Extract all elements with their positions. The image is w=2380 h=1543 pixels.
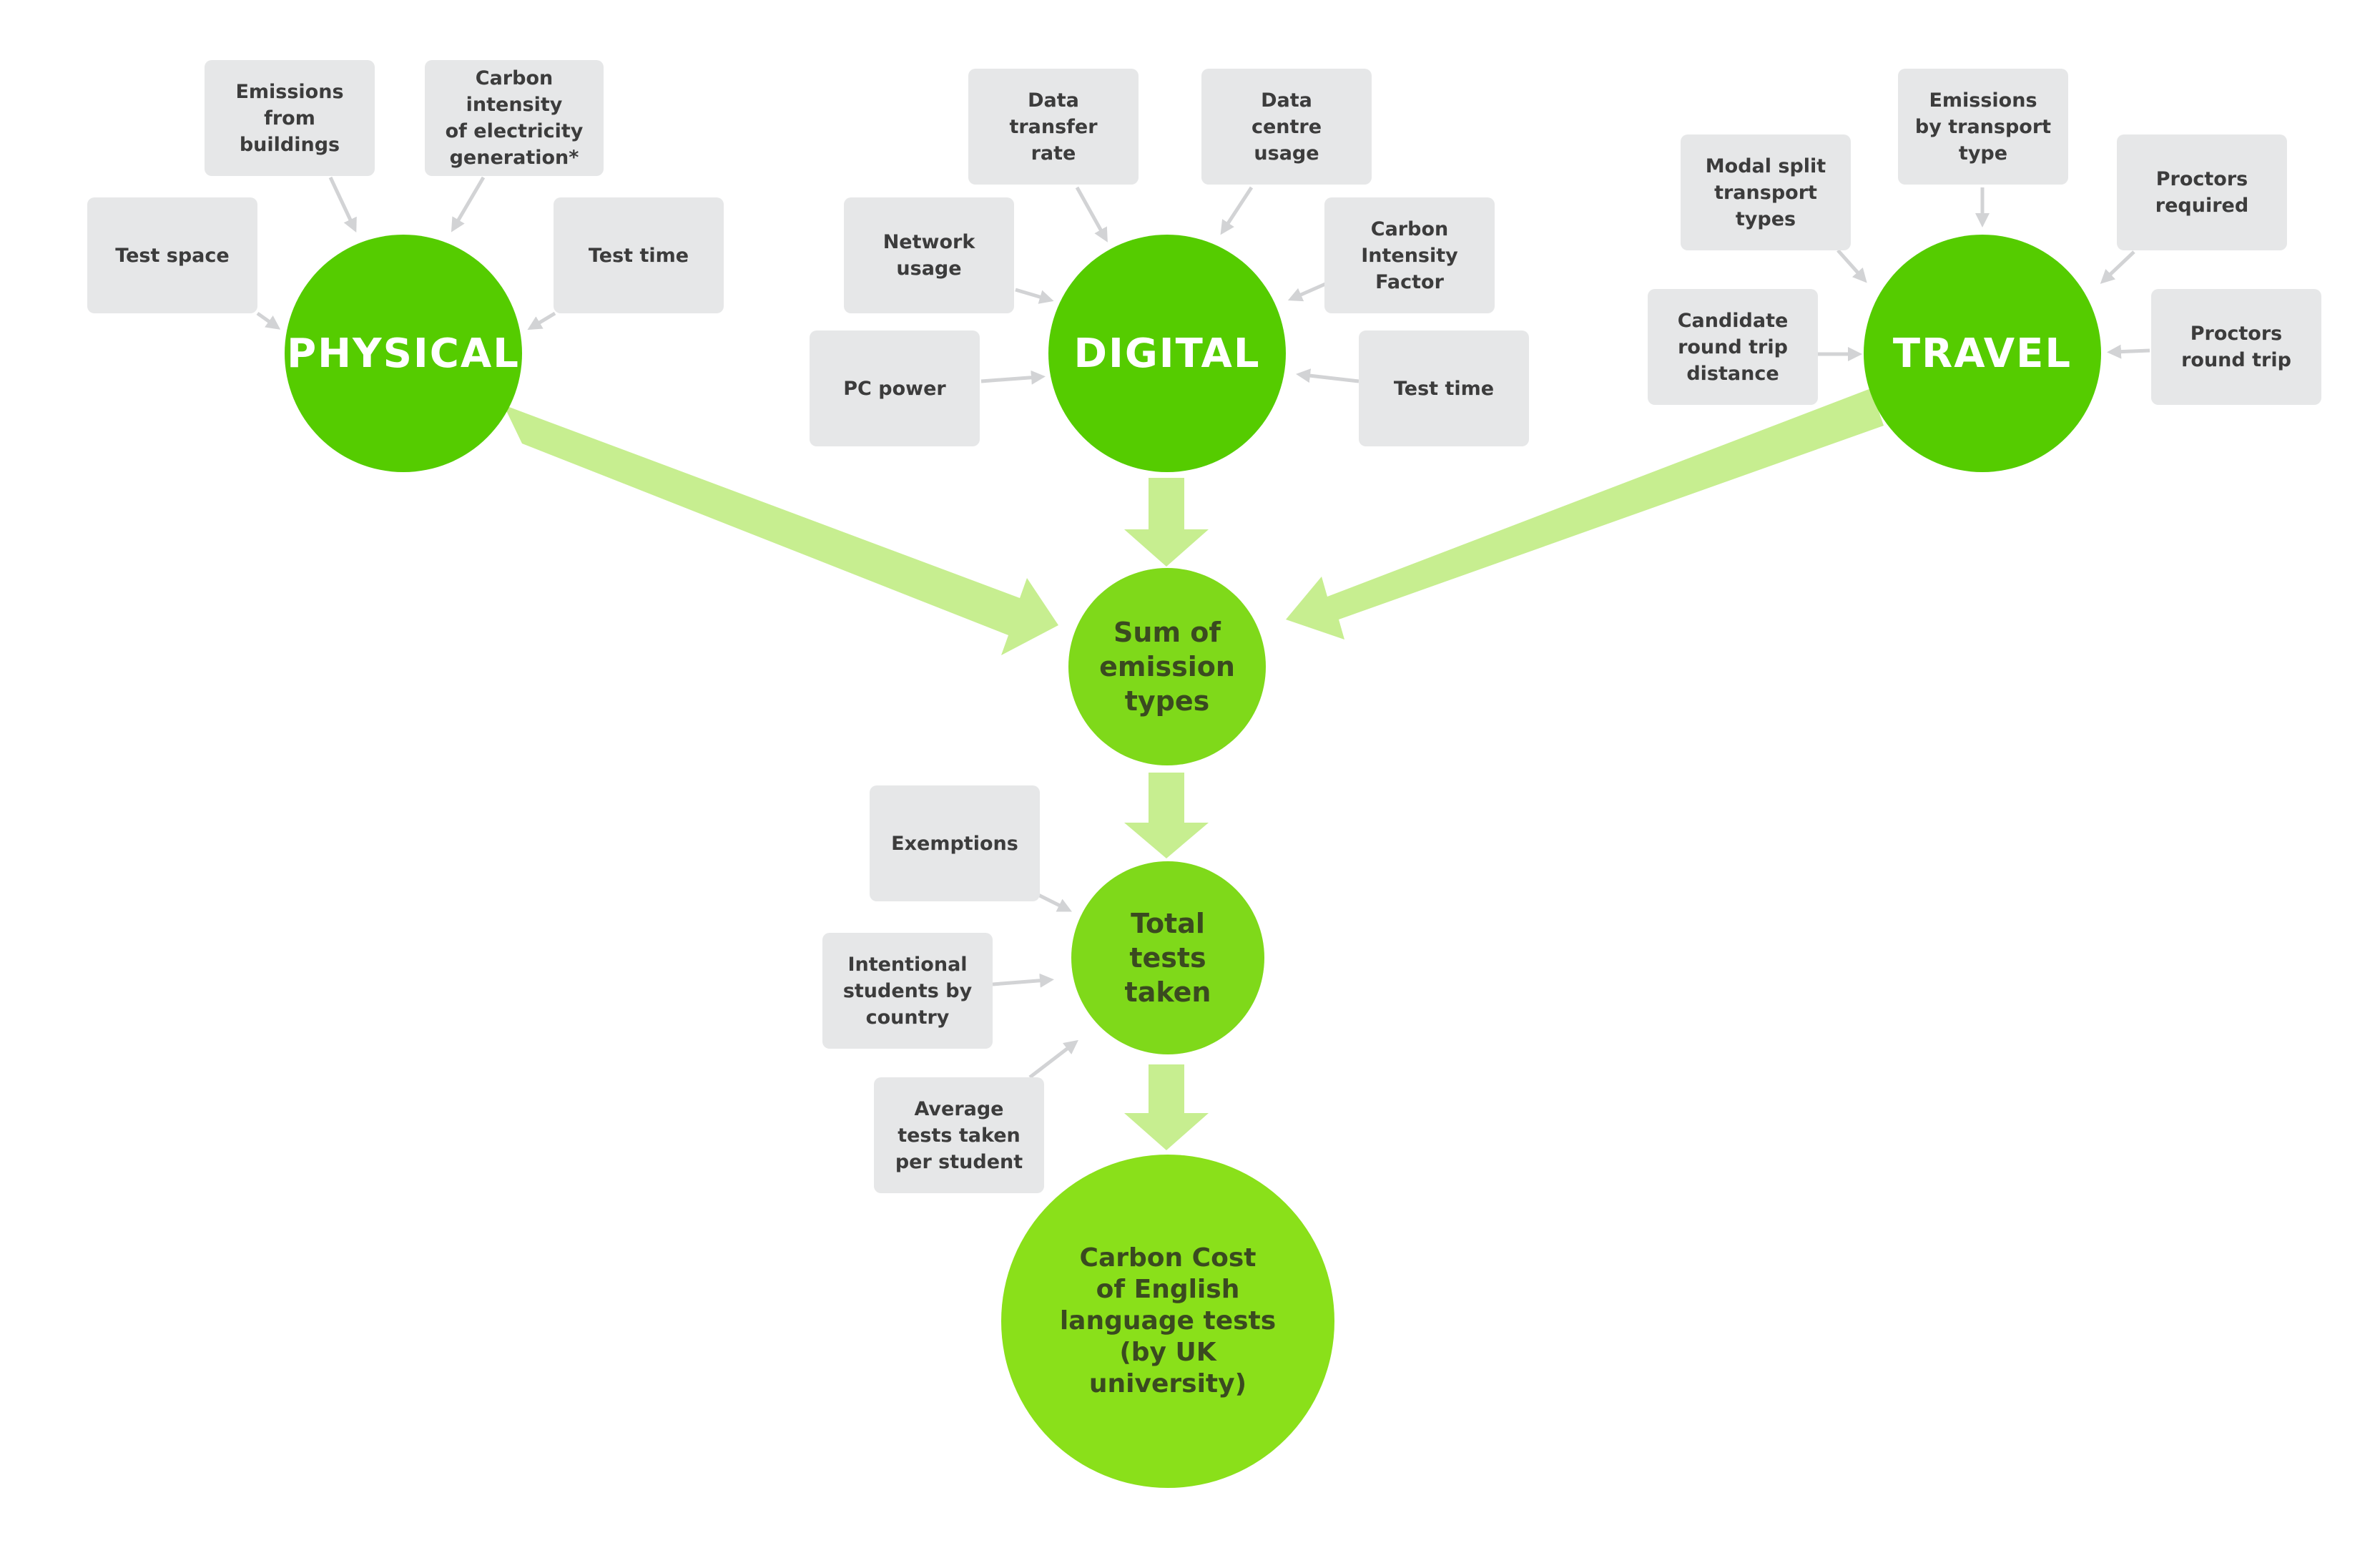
factor-pc-power: PC power [810,330,980,446]
factor-candidate-round-trip: Candidate round trip distance [1648,289,1818,405]
small-arrow-exemptions [1036,892,1072,912]
factor-proctors-required: Proctors required [2117,134,2287,250]
factor-network-usage: Network usage [844,197,1014,313]
big-arrow-total-to-result [1124,1064,1209,1150]
small-arrow-intentional-students [992,973,1054,988]
factor-data-transfer-rate: Data transfer rate [968,69,1139,185]
travel-circle: TRAVEL [1864,235,2101,472]
small-arrow-test-space [256,311,281,330]
small-arrow-data-transfer-rate [1075,186,1108,243]
big-arrow-physical-to-sum [503,405,1058,655]
small-arrow-physical-test-time [527,311,556,330]
digital-circle: DIGITAL [1048,235,1286,472]
factor-test-space: Test space [87,197,257,313]
factor-modal-split: Modal split transport types [1681,134,1851,250]
small-arrow-pc-power [980,370,1046,385]
big-arrow-digital-to-sum [1124,478,1209,567]
small-arrow-average-tests [1028,1039,1078,1079]
small-arrow-carbon-intensity-electricity [451,176,486,232]
big-arrow-sum-to-total [1124,773,1209,858]
factor-intentional-students: Intentional students by country [822,933,993,1049]
sum-of-emissions-circle: Sum of emission types [1068,568,1266,765]
factor-emissions-by-transport: Emissions by transport type [1898,69,2068,185]
physical-circle: PHYSICAL [285,235,522,472]
small-arrow-proctors-required [2100,250,2135,284]
small-arrow-carbon-intensity-factor [1287,280,1332,302]
small-arrow-data-centre-usage [1220,186,1254,235]
small-arrow-emissions-buildings [328,176,357,233]
factor-proctors-round-trip: Proctors round trip [2151,289,2321,405]
small-arrow-network-usage [1015,288,1054,304]
big-arrow-travel-to-sum [1286,388,1884,640]
factor-carbon-intensity-factor: Carbon Intensity Factor [1324,197,1495,313]
factor-carbon-intensity-electricity: Carbon intensity of electricity generati… [425,60,604,176]
total-tests-circle: Total tests taken [1071,861,1264,1054]
factor-physical-test-time: Test time [554,197,724,313]
factor-exemptions: Exemptions [870,785,1040,901]
factor-emissions-from-buildings: Emissions from buildings [205,60,375,176]
small-arrow-modal-split [1836,249,1867,283]
factor-data-centre-usage: Data centre usage [1201,69,1372,185]
factor-average-tests: Average tests taken per student [874,1077,1044,1193]
carbon-cost-result-circle: Carbon Cost of English language tests (b… [1001,1155,1334,1488]
small-arrow-proctors-round-trip [2107,344,2150,359]
factor-digital-test-time: Test time [1359,330,1529,446]
small-arrow-digital-test-time [1296,368,1359,383]
